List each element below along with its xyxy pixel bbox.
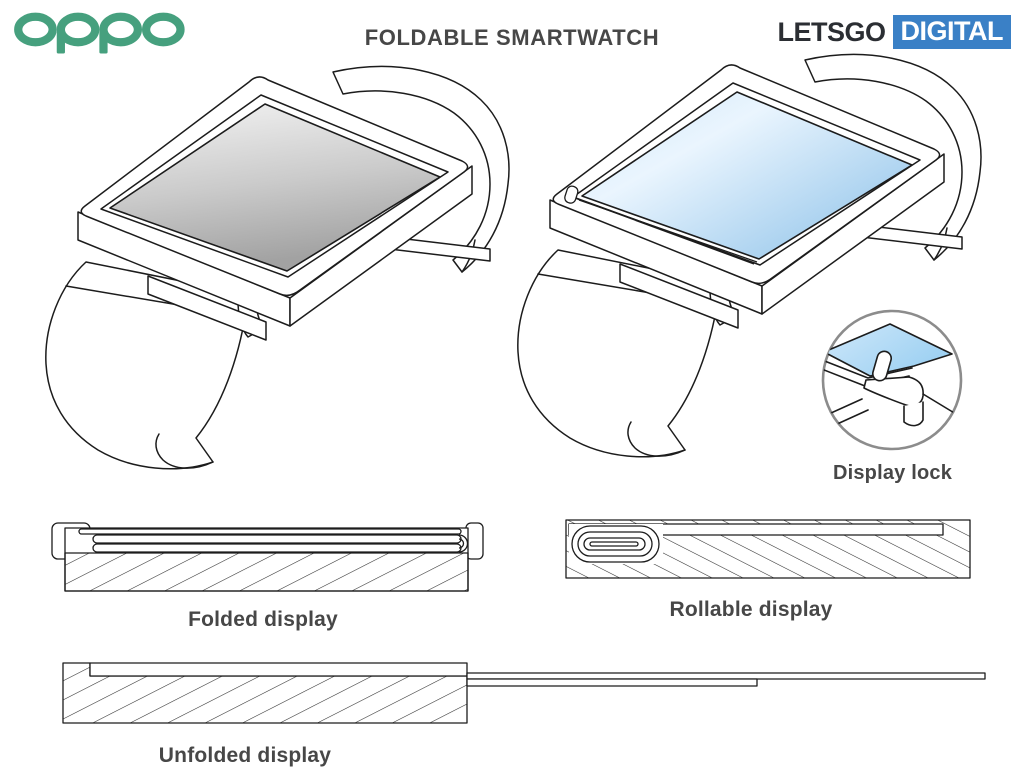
- watch-folded-figure: [28, 60, 510, 492]
- folded-fold-bend: [458, 534, 469, 553]
- rollable-display-label: Rollable display: [669, 598, 833, 621]
- inset-lock-tab: [871, 350, 893, 382]
- unfolded-display-extension: [466, 672, 986, 680]
- digital-badge: DIGITAL: [892, 15, 1011, 49]
- watch-unfolded-figure: [500, 48, 982, 480]
- folded-display-label: Folded display: [188, 608, 338, 631]
- letsgo-digital-logo: LETSGO DIGITAL: [777, 15, 1011, 49]
- folded-display-layer-top: [92, 534, 462, 544]
- folded-display-figure: [51, 522, 484, 592]
- folded-cover-layer: [78, 528, 462, 535]
- folded-display-layer-bottom: [92, 543, 462, 553]
- inset-screen: [823, 323, 953, 377]
- inset-corner-lower: [903, 401, 924, 427]
- letsgo-text: LETSGO: [777, 16, 887, 47]
- rollable-display-figure: [565, 519, 971, 579]
- folded-hatch-body: [64, 552, 469, 592]
- display-lock-tab-small: [564, 185, 579, 204]
- oppo-logo: oppo: [13, 10, 185, 63]
- unfolded-display-label: Unfolded display: [158, 744, 332, 767]
- unfolded-display-support: [466, 678, 758, 687]
- oppo-logo-graphic: [14, 12, 185, 54]
- rollable-coil-center: [589, 541, 639, 547]
- display-lock-label: Display lock: [832, 462, 953, 484]
- display-edge-lines: [574, 197, 758, 265]
- unfolded-display-figure: [62, 662, 986, 724]
- page-title: FOLDABLE SMARTWATCH: [364, 25, 660, 50]
- display-lock-inset: [821, 309, 963, 451]
- unfolded-display-base: [89, 662, 468, 677]
